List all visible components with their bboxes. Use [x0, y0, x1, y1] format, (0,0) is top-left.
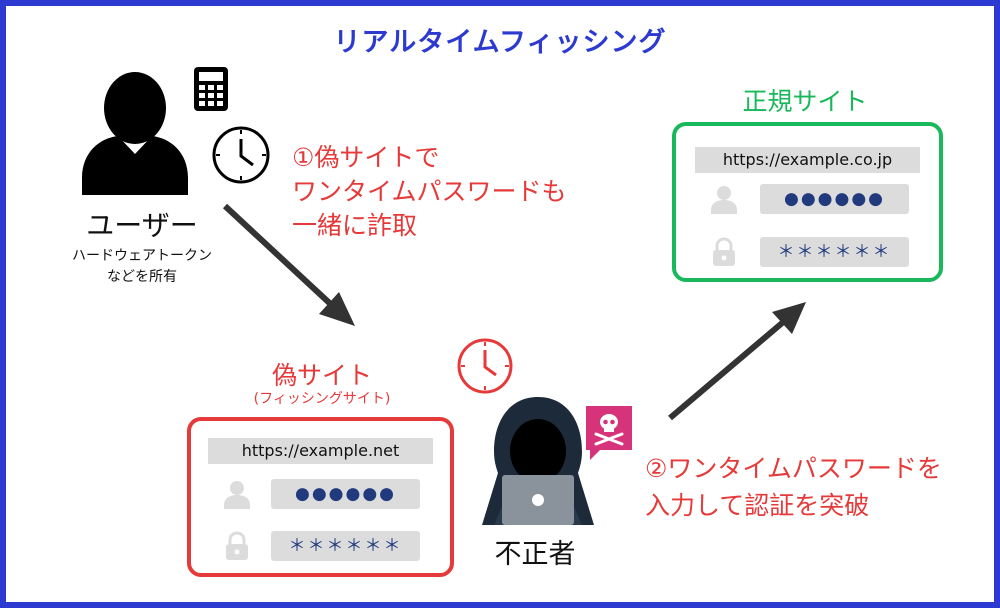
user-icon [82, 72, 188, 195]
step1-line2: ワンタイムパスワードも [292, 177, 567, 206]
fake-site-subtitle: (フィッシングサイト) [253, 391, 391, 407]
lock-icon [226, 531, 248, 560]
step1-line1: ①偽サイトで [292, 143, 440, 172]
user-field-icon [711, 186, 737, 214]
fake-site-title: 偽サイト [271, 361, 372, 390]
lock-icon [713, 237, 735, 266]
attacker-label: 不正者 [494, 539, 576, 570]
diagram-title: リアルタイムフィッシング [333, 27, 667, 58]
clock-icon [212, 126, 270, 184]
user-field-icon [224, 481, 250, 509]
user-note-line2: などを所有 [107, 269, 177, 285]
clock-icon [457, 338, 513, 394]
fake-site-password-field[interactable]: ＊＊＊＊＊＊ [271, 531, 420, 561]
real-site-window: https://example.co.jp ●●●●●● ＊＊＊＊＊＊ [672, 122, 943, 282]
calculator-token-icon [194, 67, 228, 111]
step2-text: ②ワンタイムパスワードを 入力して認証を突破 [645, 450, 942, 524]
fake-site-user-field[interactable]: ●●●●●● [271, 479, 420, 509]
real-site-url: https://example.co.jp [695, 147, 920, 173]
fake-site-url: https://example.net [208, 438, 433, 464]
user-label: ユーザー [86, 209, 198, 242]
hacker-icon [482, 397, 594, 525]
user-note-line1: ハードウェアトークン [72, 248, 212, 264]
step2-line2: 入力して認証を突破 [645, 491, 870, 520]
step2-line1: ②ワンタイムパスワードを [645, 454, 942, 483]
arrow-user-to-fake-site [222, 203, 355, 326]
fake-site-window: https://example.net ●●●●●● ＊＊＊＊＊＊ [187, 417, 454, 577]
real-site-title: 正規サイト [742, 87, 868, 116]
real-site-user-field[interactable]: ●●●●●● [760, 184, 909, 214]
skull-alert-icon [586, 406, 632, 460]
step1-text: ①偽サイトで ワンタイムパスワードも 一緒に詐取 [292, 141, 567, 243]
step1-line3: 一緒に詐取 [292, 211, 418, 240]
user-note: ハードウェアトークン などを所有 [40, 246, 244, 288]
arrow-attacker-to-real-site [668, 302, 806, 421]
real-site-password-field[interactable]: ＊＊＊＊＊＊ [760, 237, 909, 267]
